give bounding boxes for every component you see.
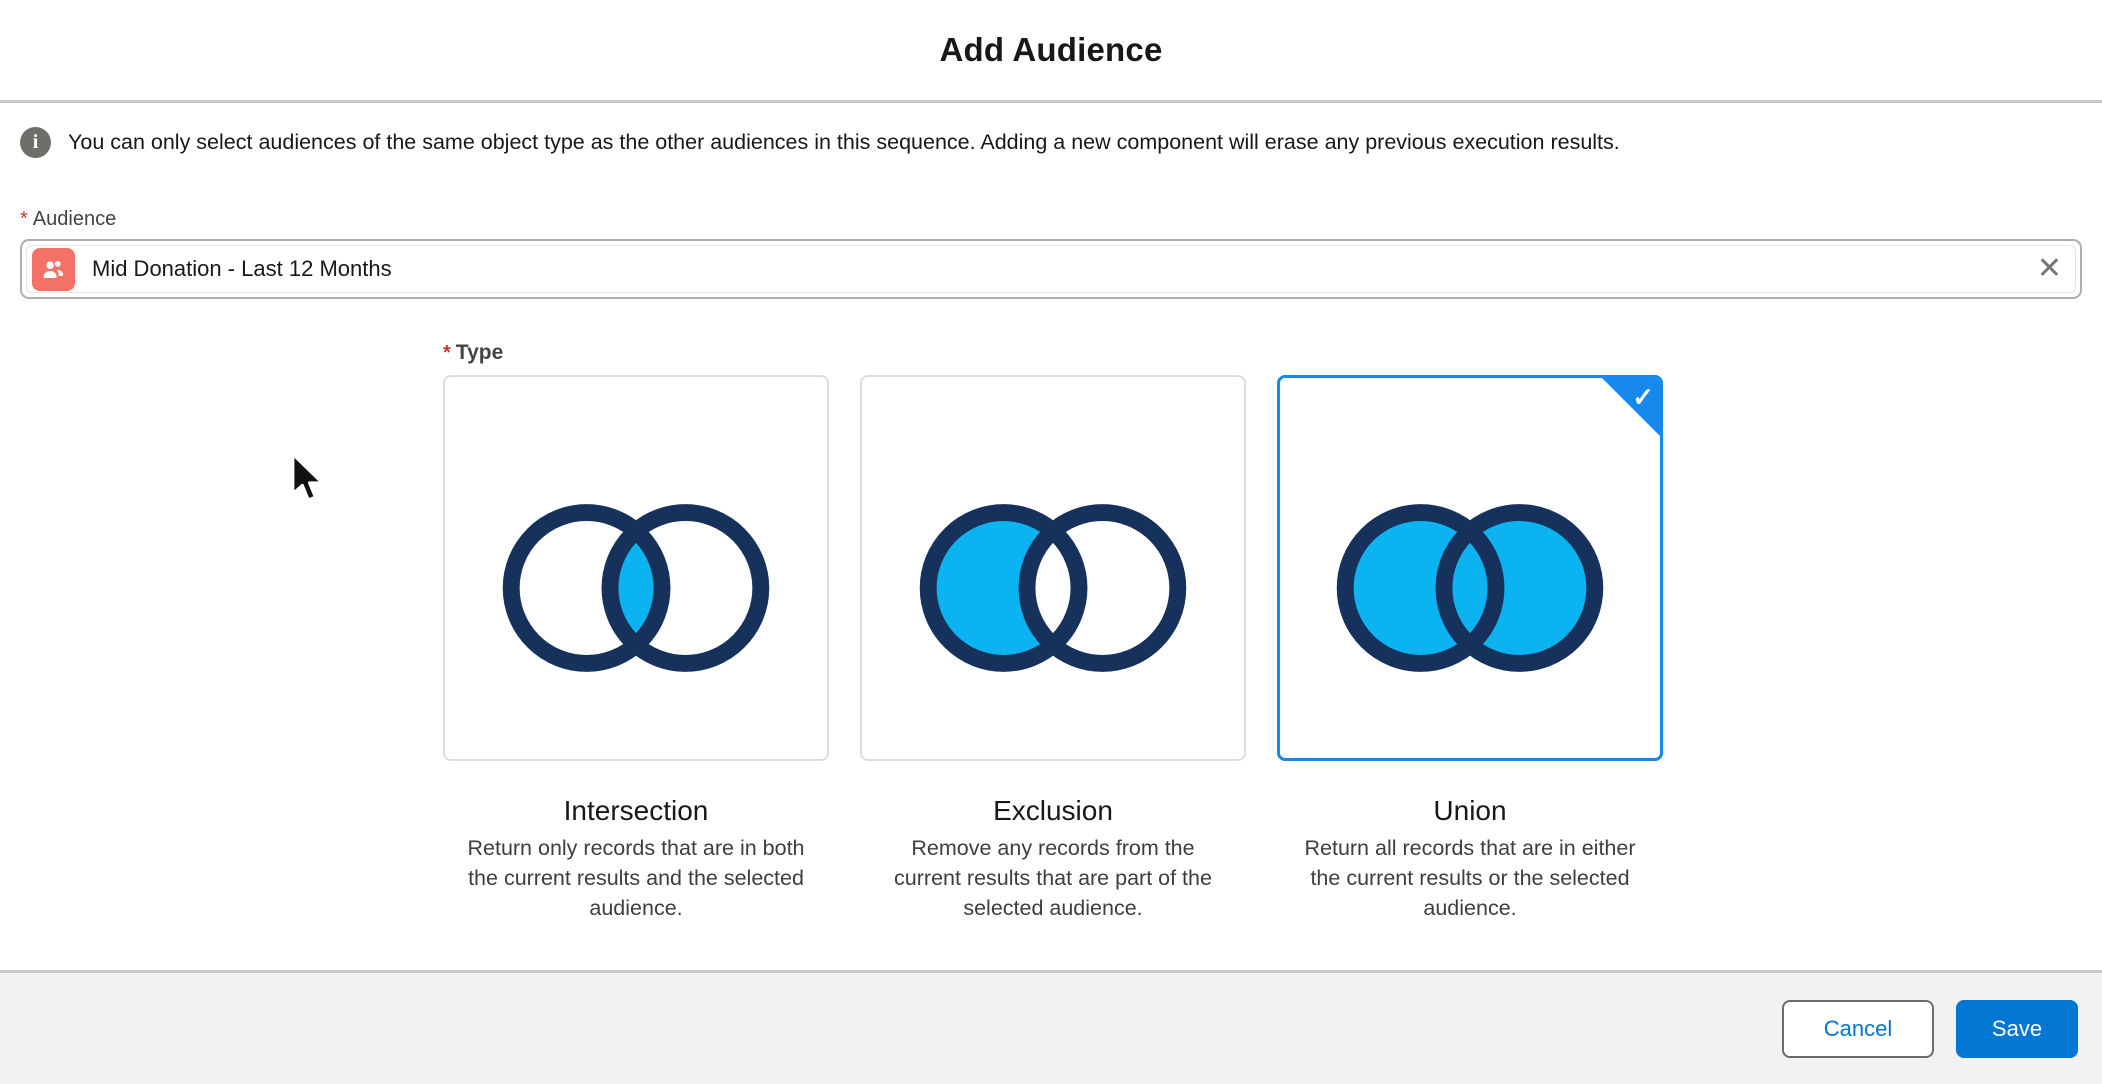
exclusion-description: Remove any records from the current resu…: [894, 836, 1212, 920]
type-field-label: *Type: [443, 341, 2082, 365]
exclusion-card[interactable]: [860, 375, 1246, 761]
type-label-text: Type: [455, 341, 504, 364]
exclusion-venn-icon: [919, 504, 1187, 672]
exclusion-title: Exclusion: [993, 795, 1113, 826]
type-options-row: Intersection Return only records that ar…: [443, 375, 2082, 923]
union-title: Union: [1433, 795, 1507, 826]
audience-selected-value: Mid Donation - Last 12 Months: [92, 256, 392, 281]
info-icon: i: [20, 127, 51, 158]
modal-body: i You can only select audiences of the s…: [0, 127, 2102, 923]
intersection-card[interactable]: [443, 375, 829, 761]
union-description: Return all records that are in either th…: [1304, 836, 1636, 920]
intersection-title: Intersection: [563, 795, 709, 826]
cancel-button[interactable]: Cancel: [1782, 999, 1934, 1058]
type-option-union: ✓ Union Return all records that are in e…: [1277, 375, 1663, 923]
type-option-intersection: Intersection Return only records that ar…: [443, 375, 829, 923]
required-asterisk: *: [443, 342, 451, 364]
info-banner: i You can only select audiences of the s…: [20, 127, 2082, 158]
save-button[interactable]: Save: [1956, 999, 2078, 1058]
audience-segment-icon: [32, 247, 75, 291]
required-asterisk: *: [20, 208, 28, 230]
intersection-venn-icon: [502, 504, 770, 672]
clear-audience-icon[interactable]: ✕: [2036, 252, 2062, 285]
audience-selected-pill: Mid Donation - Last 12 Months: [26, 245, 2076, 293]
selected-check-icon: ✓: [1632, 382, 1654, 412]
intersection-description: Return only records that are in both the…: [467, 836, 805, 920]
union-card[interactable]: ✓: [1277, 375, 1663, 761]
union-venn-icon: [1336, 504, 1604, 672]
type-option-exclusion: Exclusion Remove any records from the cu…: [860, 375, 1246, 923]
modal-footer: Cancel Save: [0, 970, 2102, 1084]
selected-corner-triangle: [1602, 378, 1660, 436]
page-title: Add Audience: [939, 31, 1163, 68]
audience-field-label: *Audience: [20, 208, 2082, 231]
info-text: You can only select audiences of the sam…: [68, 130, 1620, 154]
audience-label-text: Audience: [32, 208, 117, 230]
audience-lookup-input[interactable]: Mid Donation - Last 12 Months ✕: [20, 239, 2082, 299]
type-section: *Type Intersection: [443, 341, 2082, 923]
modal-header: Add Audience: [0, 0, 2102, 103]
